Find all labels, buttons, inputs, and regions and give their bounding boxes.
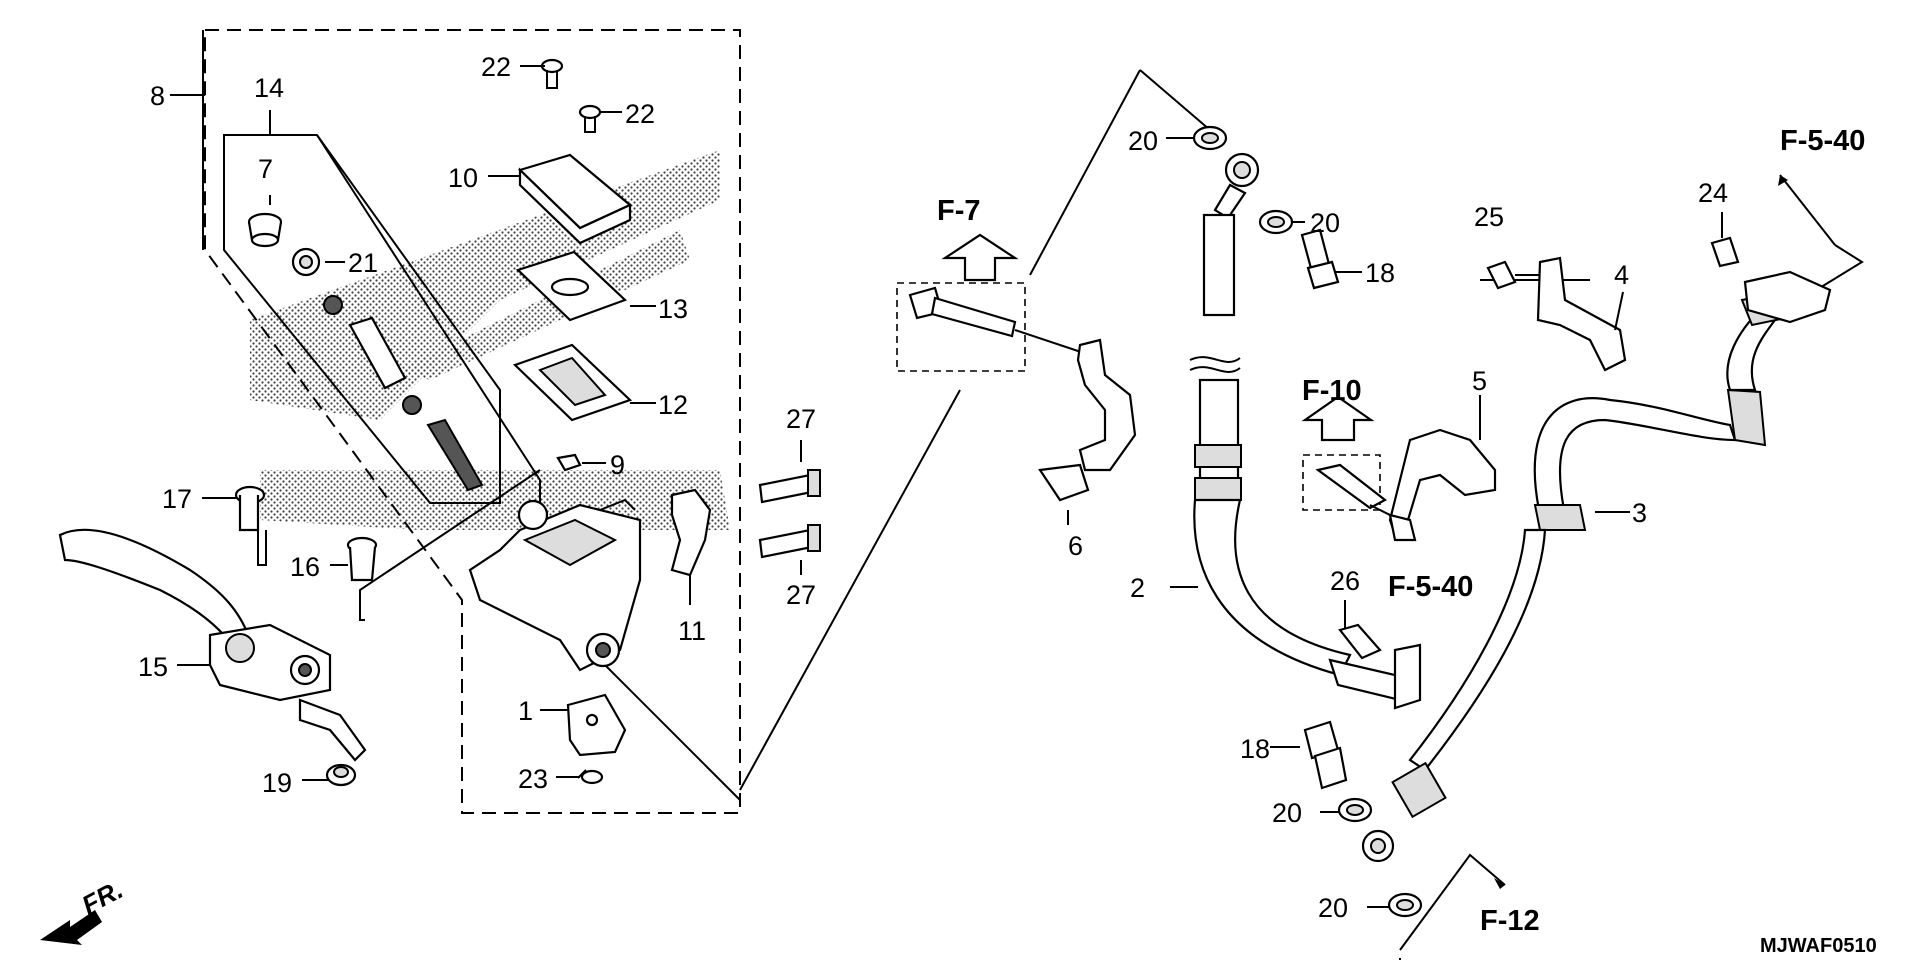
label-13: 13 (658, 294, 688, 324)
label-27-lower: 27 (786, 580, 816, 610)
diagram-code: MJWAF0510 (1760, 935, 1877, 957)
screw-22-lower (578, 104, 602, 133)
arrow-up-f7 (941, 233, 1019, 282)
hose-guide-6 (1038, 338, 1137, 502)
reservoir-cap-10 (517, 153, 633, 245)
label-6: 6 (1068, 531, 1083, 561)
label-17: 17 (162, 484, 192, 514)
washer-20-top (1192, 125, 1228, 151)
washer-20-low (1337, 797, 1373, 823)
brake-hose-3 (1361, 288, 1802, 863)
hose-end-bracket-lower (1393, 643, 1422, 710)
label-25: 25 (1474, 202, 1504, 232)
label-2: 2 (1130, 573, 1145, 603)
front-arrow-icon (40, 910, 102, 945)
label-leaders (177, 65, 1723, 908)
front-marker: FR. (77, 874, 128, 920)
bolt-24 (1710, 236, 1740, 268)
label-5: 5 (1472, 366, 1487, 396)
label-24: 24 (1698, 178, 1728, 208)
label-7: 7 (258, 154, 273, 184)
ref-f7[interactable]: F-7 (937, 195, 981, 227)
diaphragm-12 (512, 343, 633, 422)
ref-f540-lower[interactable]: F-5-40 (1388, 571, 1473, 603)
banjo-bolt-18-upper (1300, 228, 1340, 290)
bolt-26 (1338, 623, 1382, 660)
dotted-shading (250, 150, 730, 530)
screw-23 (577, 769, 604, 785)
circlip-21 (291, 247, 321, 277)
label-20-top: 20 (1128, 126, 1158, 156)
bolt-27-lower (758, 524, 821, 559)
ref-f10[interactable]: F-10 (1302, 375, 1362, 407)
part-number-labels: 8 14 7 21 22 22 10 13 12 9 11 27 27 17 1… (138, 52, 1728, 923)
clamp-11 (670, 488, 712, 577)
label-16: 16 (290, 552, 320, 582)
bracket-5 (1388, 428, 1497, 542)
bracket-4 (1536, 256, 1627, 372)
master-cylinder-assembly-outline (170, 29, 741, 814)
label-14: 14 (254, 73, 284, 103)
label-22-lower: 22 (625, 99, 655, 129)
washer-20-bottom (1387, 892, 1423, 918)
f7-bolt-group (896, 282, 1091, 372)
piston-components (323, 295, 484, 492)
nut-19 (325, 763, 357, 787)
brake-hose-2 (1189, 152, 1402, 702)
brake-lever-15 (58, 528, 367, 762)
label-3: 3 (1632, 498, 1647, 528)
ref-f540-upper[interactable]: F-5-40 (1780, 125, 1865, 157)
section-references: F-7 F-10 F-5-40 F-5-40 F-12 (937, 125, 1865, 937)
f10-bolt-group (1302, 454, 1411, 526)
label-18-upper: 18 (1365, 258, 1395, 288)
label-23: 23 (518, 764, 548, 794)
banjo-bolt-18-lower (1303, 720, 1348, 790)
label-10: 10 (448, 163, 478, 193)
label-20-bottom: 20 (1318, 893, 1348, 923)
label-8: 8 (150, 81, 165, 111)
label-4: 4 (1614, 260, 1629, 290)
pivot-bolt-17 (234, 485, 267, 566)
hose-end-bracket-upper (1743, 270, 1832, 324)
master-cylinder-body (468, 498, 642, 672)
brake-switch-1 (566, 693, 627, 757)
label-26: 26 (1330, 566, 1360, 596)
screw-22-top (540, 58, 564, 89)
leader-arrowheads (1494, 175, 1788, 889)
label-19: 19 (262, 768, 292, 798)
bushing-16 (346, 536, 378, 582)
label-15: 15 (138, 652, 168, 682)
bolt-25 (1486, 260, 1517, 290)
arrow-up-f10 (1301, 395, 1375, 442)
label-21: 21 (348, 248, 378, 278)
ref-f12[interactable]: F-12 (1480, 905, 1540, 937)
label-22-top: 22 (481, 52, 511, 82)
washer-20-mid (1258, 209, 1294, 235)
label-20-mid: 20 (1310, 208, 1340, 238)
dust-boot-7 (247, 212, 283, 248)
label-1: 1 (518, 696, 533, 726)
label-20-low: 20 (1272, 798, 1302, 828)
bolt-27-upper (758, 469, 821, 504)
label-12: 12 (658, 390, 688, 420)
label-18-lower: 18 (1240, 734, 1270, 764)
diaphragm-plate-13 (515, 250, 628, 322)
label-27-upper: 27 (786, 404, 816, 434)
label-9: 9 (610, 450, 625, 480)
label-11: 11 (678, 616, 706, 646)
clip-9 (556, 453, 582, 472)
